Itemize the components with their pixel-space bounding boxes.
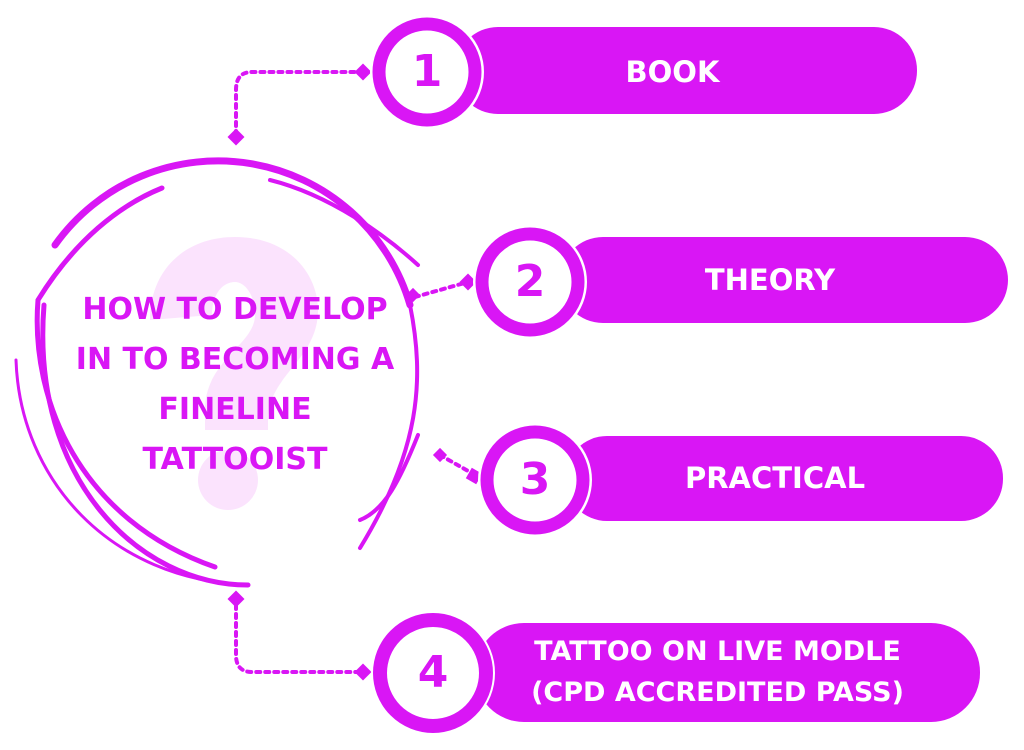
center-title-line: TATTOOIST <box>142 442 328 477</box>
step-4-label: TATTOO ON LIVE MODLE <box>534 636 901 667</box>
connector-diamonds <box>227 63 483 681</box>
center-title-line: FINELINE <box>158 392 312 427</box>
inner-arc-top-left <box>34 185 218 570</box>
step-3-label: PRACTICAL <box>684 461 866 495</box>
step-4-sublabel: (CPD ACCREDITED PASS) <box>531 677 904 708</box>
center-title-line: HOW TO DEVELOP <box>82 292 388 327</box>
step-1-pill <box>455 27 917 114</box>
inner-arc-bottom-right <box>358 433 420 522</box>
step-4-pill <box>475 623 980 722</box>
step-1-number: 1 <box>411 46 443 97</box>
inner-arc-top-right <box>268 178 420 267</box>
step-3-pill <box>565 436 1003 521</box>
step-2-label: THEORY <box>704 263 836 297</box>
step-4-number: 4 <box>417 647 449 698</box>
step-2-pill <box>560 237 1008 323</box>
step-2-number: 2 <box>514 256 546 307</box>
center-title-line: IN TO BECOMING A <box>75 342 395 377</box>
outer-arc-top-left <box>54 183 122 245</box>
step-3-number: 3 <box>519 454 551 505</box>
step-1-label: BOOK <box>625 55 720 89</box>
connector-lines <box>234 70 477 674</box>
main-ring-arc-right <box>358 303 420 550</box>
question-mark-icon <box>150 237 318 510</box>
outer-arc-left <box>14 358 250 587</box>
center-title: HOW TO DEVELOP IN TO BECOMING A FINELINE… <box>40 285 430 485</box>
main-ring-arc <box>51 157 414 309</box>
